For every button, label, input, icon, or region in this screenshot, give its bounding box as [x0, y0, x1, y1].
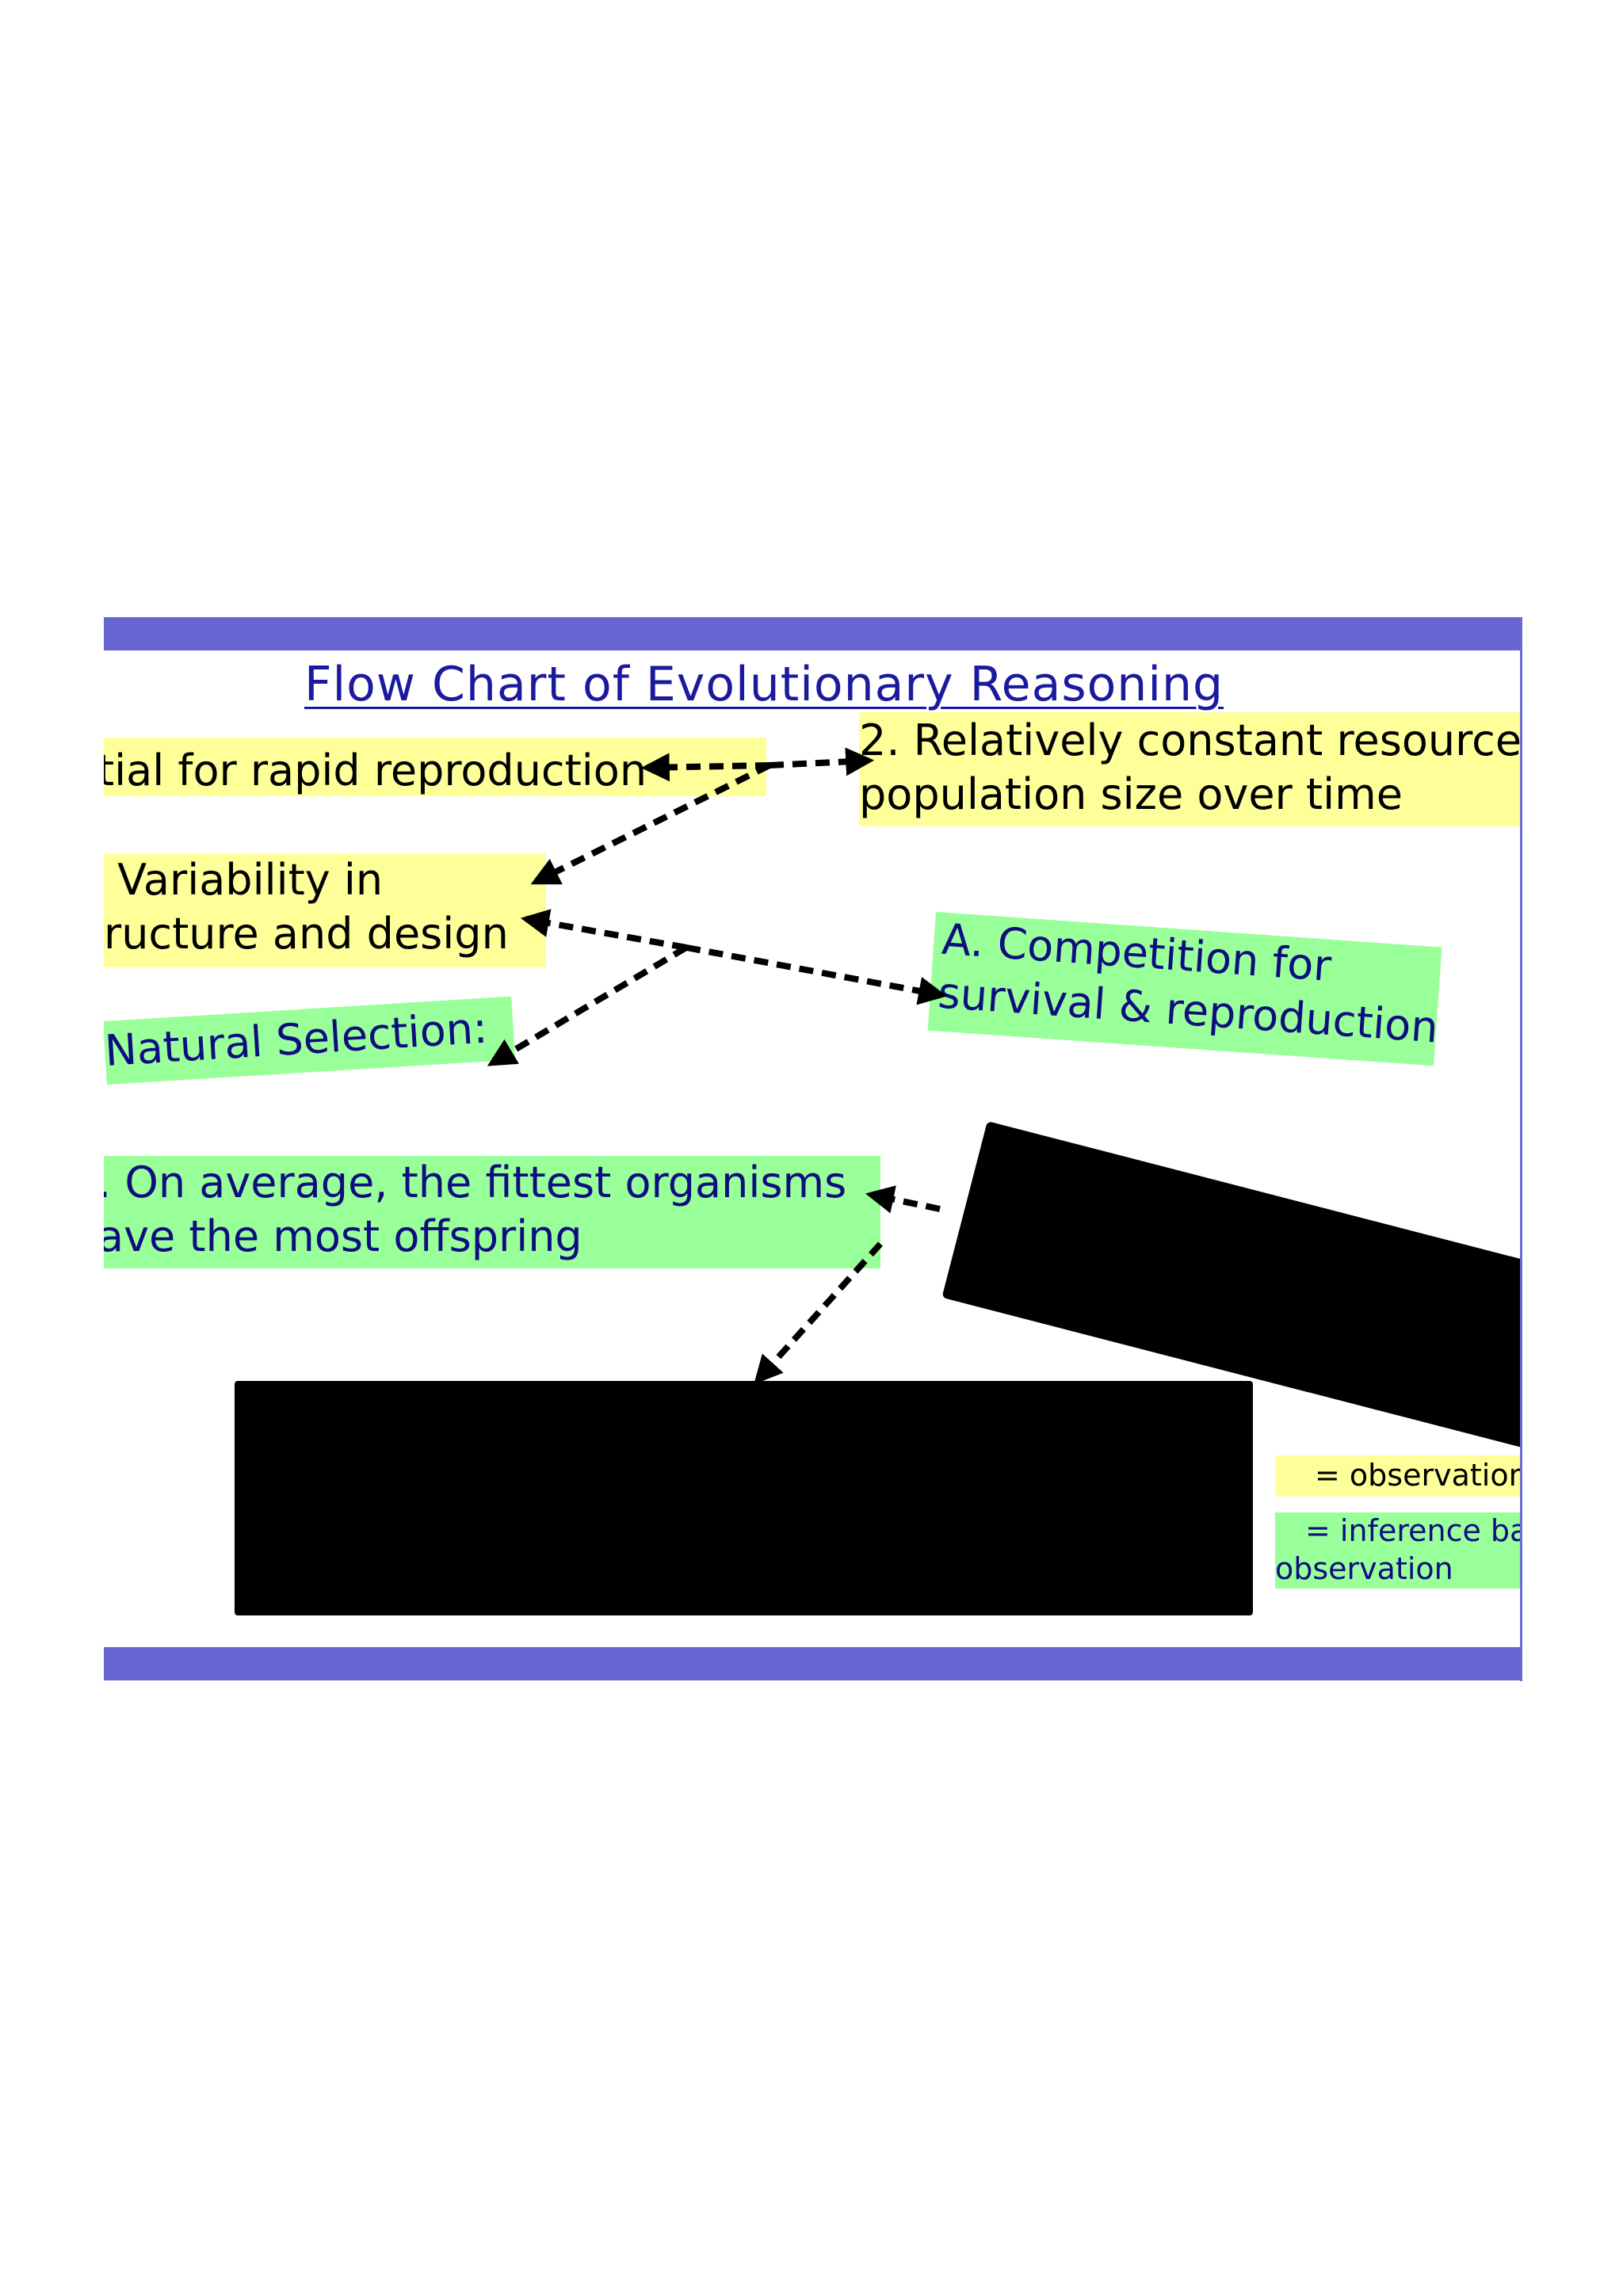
arrow-to-variability	[530, 762, 771, 885]
observation-box-variability: Variability in ructure and design	[104, 853, 546, 967]
observation-text-line: Variability in	[104, 855, 384, 905]
arrow-to-natural-selection	[487, 944, 689, 1066]
top-band	[104, 617, 1520, 650]
observation-text-line: 2. Relatively constant resource	[859, 715, 1522, 765]
page-title: Flow Chart of Evolutionary Reasoning	[304, 657, 1224, 712]
arrow-to-competition	[685, 944, 948, 1005]
legend-inference: = inference bas observation	[1275, 1512, 1522, 1589]
legend-inference-label: = inference bas	[1305, 1513, 1522, 1548]
arrow-to-bottom-box	[754, 1241, 883, 1385]
arrow-to-fittest-offspring	[865, 1185, 941, 1214]
bottom-band	[104, 1647, 1520, 1680]
observation-text-line: population size over time	[859, 769, 1403, 819]
observation-box-resources: 2. Relatively constant resource populati…	[859, 712, 1522, 826]
inference-text-line: . On average, the fittest organisms	[104, 1158, 847, 1207]
arrow-to-reproduction	[640, 753, 770, 782]
connector-arrows	[487, 747, 948, 1385]
redacted-box	[235, 1381, 1253, 1615]
slide: Flow Chart of Evolutionary Reasoning tia…	[104, 617, 1522, 1681]
inference-text-line: ave the most offspring	[104, 1211, 582, 1261]
arrow-to-resources	[769, 747, 875, 776]
observation-text-line: ructure and design	[104, 908, 509, 959]
observation-text: tial for rapid reproduction	[104, 746, 647, 795]
inference-box-fittest-offspring: . On average, the fittest organisms ave …	[104, 1156, 880, 1268]
legend-observation-label: = observation	[1315, 1458, 1522, 1493]
legend-observation: = observation	[1275, 1455, 1522, 1497]
legend-inference-label-2: observation	[1275, 1550, 1453, 1586]
arrow-to-variability-2	[520, 909, 687, 951]
